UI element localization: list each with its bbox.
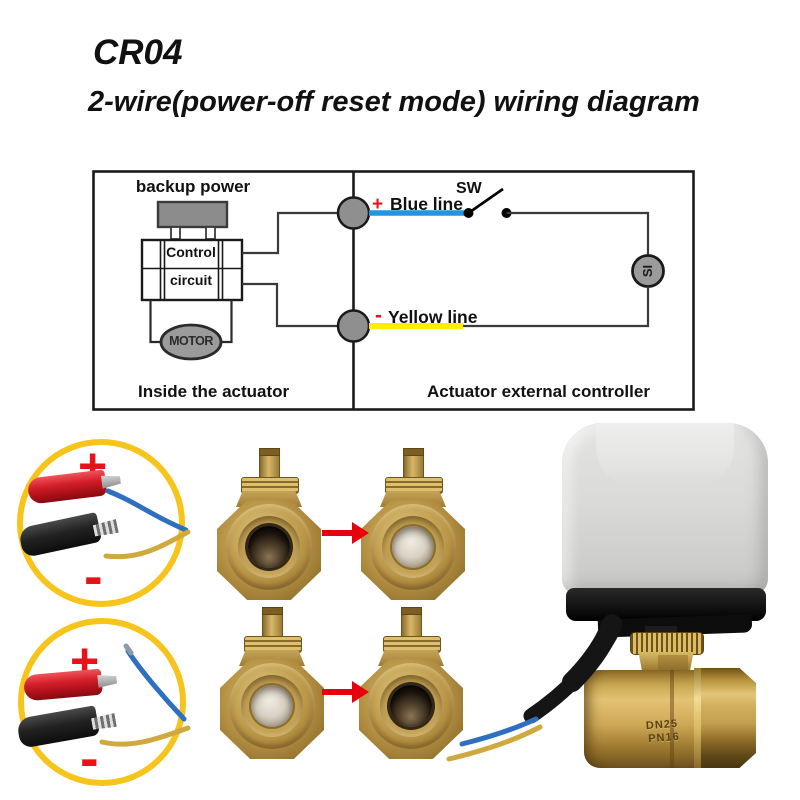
valve-closed xyxy=(359,607,463,767)
valve-open xyxy=(361,448,465,608)
inside-actuator-label: Inside the actuator xyxy=(138,382,290,401)
wiring-diagram-lines xyxy=(92,170,695,411)
minus-sign: - xyxy=(80,726,99,789)
yellow-terminal xyxy=(336,309,371,343)
motor-label: MOTOR xyxy=(169,334,213,348)
switch-label: SW xyxy=(456,180,482,197)
minus-sign: - xyxy=(84,544,103,607)
blue-terminal xyxy=(336,196,371,230)
yellow-line-label: Yellow line xyxy=(388,307,478,327)
blue-lead-wire xyxy=(459,716,539,747)
knurled-nut xyxy=(630,632,704,655)
blue-line-label: Blue line xyxy=(390,194,463,214)
control-circuit-block xyxy=(140,238,244,302)
valve-closed xyxy=(217,448,321,608)
model-title: CR04 xyxy=(93,33,183,72)
blue-polarity-plus: + xyxy=(372,194,384,215)
circuit-label: circuit xyxy=(169,272,212,288)
external-controller-label: Actuator external controller xyxy=(427,382,650,401)
control-label: Control xyxy=(166,244,216,260)
clip-demo-circle-connected xyxy=(17,439,185,607)
valve-open xyxy=(220,607,324,767)
valve-neck xyxy=(658,655,688,672)
brass-hex-port xyxy=(701,668,756,768)
brass-ring xyxy=(694,668,702,768)
actuator-housing xyxy=(562,423,768,595)
backup-power-label: backup power xyxy=(135,177,251,196)
switch-lever xyxy=(467,187,504,215)
yellow-polarity-minus: - xyxy=(375,304,382,327)
motor-symbol xyxy=(159,323,223,361)
clip-demo-circle-disconnected xyxy=(18,618,186,786)
page-title: 2-wire(power-off reset mode) wiring diag… xyxy=(88,86,700,118)
wiring-diagram xyxy=(92,170,695,411)
backup-power-battery xyxy=(156,200,229,229)
si-label: SI xyxy=(640,264,655,278)
